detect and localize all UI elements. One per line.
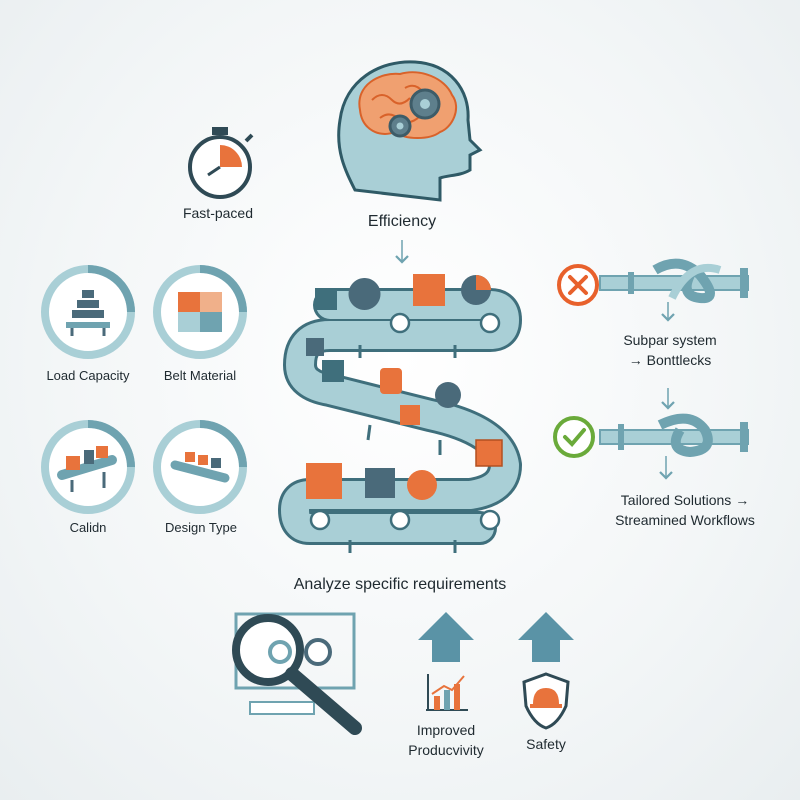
hardhat-shield-icon	[522, 672, 570, 730]
subpar-system-label: Subpar system → Bonttlecks	[590, 330, 750, 370]
efficiency-label: Efficiency	[367, 213, 437, 230]
stopwatch-icon	[188, 127, 254, 199]
design-type-label: Design Type	[164, 520, 238, 535]
tangled-pipe-icon	[599, 413, 749, 458]
check-circle-icon	[553, 416, 595, 458]
fast-paced-label: Fast-paced	[182, 205, 254, 221]
tailored-solutions-label: Tailored Solutions → Streamined Workflow…	[590, 490, 780, 530]
up-arrow-icon	[518, 612, 574, 662]
tailored-line2: Streamined Workflows	[615, 512, 755, 528]
improved-productivity-label: Improved Producvivity	[396, 720, 496, 760]
up-arrow-icon	[418, 612, 474, 662]
tangled-pipe-icon	[599, 258, 749, 304]
calidn-label: Calidn	[69, 520, 107, 535]
subpar-system-line2: → Bonttlecks	[628, 352, 712, 368]
tailored-line1: Tailored Solutions →	[620, 492, 750, 508]
safety-label: Safety	[526, 736, 566, 752]
calidn-icon	[41, 420, 135, 514]
brain-gears-head-icon	[337, 60, 483, 202]
productivity-line1: Improved	[416, 722, 476, 738]
subpar-system-line1: Subpar system	[623, 332, 717, 348]
x-circle-icon	[557, 264, 599, 306]
load-capacity-icon	[41, 265, 135, 359]
chart-up-icon	[426, 674, 468, 711]
load-capacity-label: Load Capacity	[46, 368, 130, 383]
belt-material-icon	[153, 265, 247, 359]
belt-material-label: Belt Material	[163, 368, 237, 383]
analyze-requirements-label: Analyze specific requirements	[293, 576, 507, 593]
magnifier-gear-icon	[232, 612, 362, 735]
design-type-icon	[153, 420, 247, 514]
conveyor-s-belt	[278, 274, 522, 553]
productivity-line2: Producvivity	[408, 742, 484, 758]
